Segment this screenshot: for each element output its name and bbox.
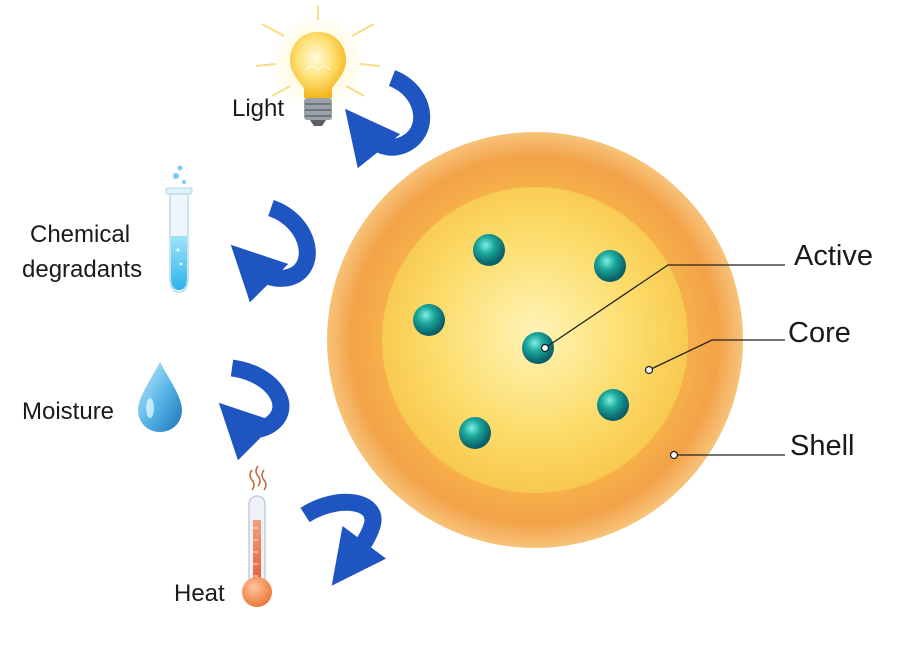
test-tube-icon [165, 165, 193, 293]
active-particle [594, 250, 626, 282]
active-particle [473, 234, 505, 266]
chemical-label-line1: Chemical [30, 221, 131, 248]
shell-label: Shell [790, 430, 855, 462]
light-arrow [345, 70, 431, 169]
active-label: Active [794, 240, 873, 272]
core-leader-line [648, 339, 785, 371]
water-drop-icon [138, 362, 182, 432]
moisture-label: Moisture [22, 398, 115, 425]
heat-label: Heat [174, 580, 225, 607]
active-particle [597, 389, 629, 421]
capsule [327, 132, 743, 548]
chemical-label-line2: degradants [22, 256, 143, 283]
active-leader-line [544, 264, 785, 349]
core-label: Core [788, 317, 851, 349]
leader-lines [540, 264, 785, 460]
thermometer-icon [242, 465, 272, 607]
heat-arrow [300, 493, 387, 586]
stimulus-arrows [218, 70, 431, 586]
active-particle [459, 417, 491, 449]
active-particle [522, 332, 554, 364]
light-bulb-icon [255, 6, 381, 126]
chemical-arrow [230, 199, 316, 303]
moisture-arrow [218, 359, 290, 461]
light-label: Light [232, 95, 285, 122]
active-particle [413, 304, 445, 336]
